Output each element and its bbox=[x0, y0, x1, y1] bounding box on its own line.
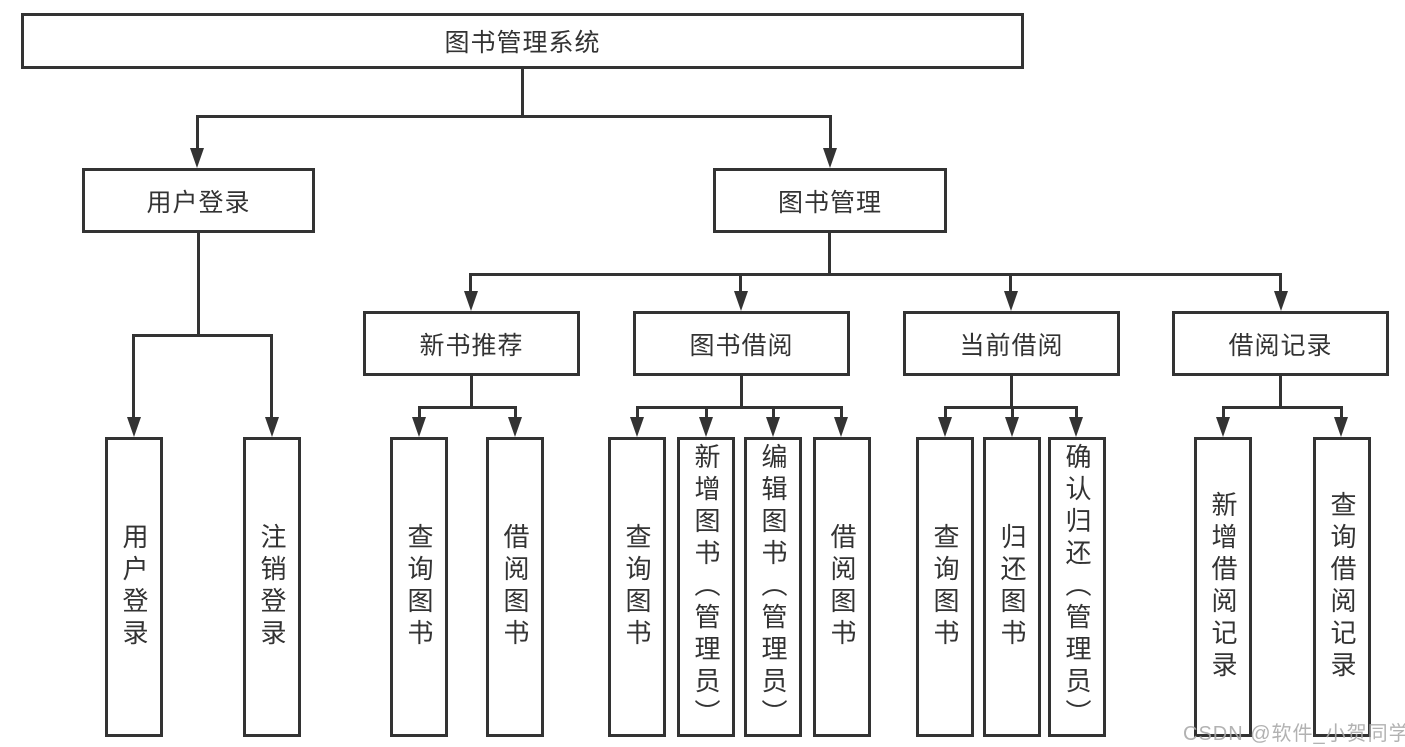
connector-line bbox=[1011, 406, 1014, 419]
leaf-label: 查询图书 bbox=[404, 523, 434, 651]
leaf-return-books: 归还图书 bbox=[983, 437, 1041, 737]
connector-line bbox=[739, 273, 742, 293]
connector-line bbox=[1279, 376, 1282, 409]
connector-line bbox=[196, 115, 199, 151]
leaf-label: 查询图书 bbox=[622, 523, 652, 651]
node-user-login: 用户登录 bbox=[82, 168, 315, 233]
node-label: 新书推荐 bbox=[419, 331, 524, 360]
arrow-down-icon bbox=[734, 291, 748, 311]
connector-line bbox=[270, 334, 273, 419]
node-book-borrow: 图书借阅 bbox=[633, 311, 850, 376]
connector-line bbox=[636, 406, 639, 419]
csdn-watermark: CSDN @软件_小贺同学 bbox=[1183, 723, 1405, 745]
arrow-down-icon bbox=[766, 417, 780, 437]
connector-line bbox=[469, 273, 1282, 276]
leaf-label: 借阅图书 bbox=[500, 523, 530, 651]
node-label: 图书管理 bbox=[777, 188, 882, 217]
connector-line bbox=[521, 68, 524, 118]
leaf-add-borrow-record: 新增借阅记录 bbox=[1194, 437, 1252, 737]
connector-line bbox=[1222, 406, 1225, 419]
leaf-add-books-admin: 新增图书（管理员） bbox=[677, 437, 735, 737]
connector-line bbox=[772, 406, 775, 419]
arrow-down-icon bbox=[464, 291, 478, 311]
connector-line bbox=[829, 115, 832, 151]
node-label: 图书管理系统 bbox=[444, 29, 601, 57]
leaf-label: 注销登录 bbox=[257, 523, 287, 651]
node-label: 图书借阅 bbox=[689, 331, 794, 360]
connector-line bbox=[1279, 273, 1282, 293]
node-current-borrow: 当前借阅 bbox=[903, 311, 1120, 376]
leaf-query-books-2: 查询图书 bbox=[608, 437, 666, 737]
arrow-down-icon bbox=[412, 417, 426, 437]
connector-line bbox=[740, 376, 743, 409]
connector-line bbox=[1340, 406, 1343, 419]
connector-line bbox=[132, 334, 273, 337]
arrow-down-icon bbox=[1005, 417, 1019, 437]
connector-line bbox=[636, 406, 843, 409]
connector-line bbox=[705, 406, 708, 419]
leaf-label: 新增图书（管理员） bbox=[691, 443, 721, 731]
arrow-down-icon bbox=[630, 417, 644, 437]
arrow-down-icon bbox=[938, 417, 952, 437]
leaf-query-borrow-record: 查询借阅记录 bbox=[1313, 437, 1371, 737]
connector-line bbox=[1010, 376, 1013, 409]
arrow-down-icon bbox=[699, 417, 713, 437]
connector-line bbox=[132, 334, 135, 419]
leaf-label: 编辑图书（管理员） bbox=[758, 443, 788, 731]
connector-line bbox=[514, 406, 517, 419]
leaf-borrow-books-1: 借阅图书 bbox=[486, 437, 544, 737]
arrow-down-icon bbox=[1069, 417, 1083, 437]
leaf-query-books-1: 查询图书 bbox=[390, 437, 448, 737]
node-label: 当前借阅 bbox=[959, 331, 1064, 360]
node-book-management: 图书管理 bbox=[713, 168, 947, 233]
arrow-down-icon bbox=[823, 148, 837, 168]
node-label: 借阅记录 bbox=[1228, 331, 1333, 360]
arrow-down-icon bbox=[834, 417, 848, 437]
connector-line bbox=[418, 406, 517, 409]
leaf-label: 新增借阅记录 bbox=[1208, 491, 1238, 683]
arrow-down-icon bbox=[508, 417, 522, 437]
connector-line bbox=[469, 273, 472, 293]
arrow-down-icon bbox=[1004, 291, 1018, 311]
leaf-user-login: 用户登录 bbox=[105, 437, 163, 737]
arrow-down-icon bbox=[1274, 291, 1288, 311]
connector-line bbox=[1009, 273, 1012, 293]
connector-line bbox=[840, 406, 843, 419]
arrow-down-icon bbox=[190, 148, 204, 168]
leaf-query-books-3: 查询图书 bbox=[916, 437, 974, 737]
node-new-book-recommend: 新书推荐 bbox=[363, 311, 580, 376]
leaf-label: 查询借阅记录 bbox=[1327, 491, 1357, 683]
connector-line bbox=[1222, 406, 1343, 409]
leaf-label: 确认归还（管理员） bbox=[1062, 443, 1092, 731]
arrow-down-icon bbox=[127, 417, 141, 437]
node-root-library-system: 图书管理系统 bbox=[21, 13, 1024, 69]
node-borrow-records: 借阅记录 bbox=[1172, 311, 1389, 376]
connector-line bbox=[196, 115, 832, 118]
arrow-down-icon bbox=[265, 417, 279, 437]
arrow-down-icon bbox=[1334, 417, 1348, 437]
leaf-label: 借阅图书 bbox=[827, 523, 857, 651]
connector-line bbox=[418, 406, 421, 419]
node-label: 用户登录 bbox=[146, 188, 251, 217]
leaf-label: 用户登录 bbox=[119, 523, 149, 651]
leaf-label: 归还图书 bbox=[997, 523, 1027, 651]
connector-line bbox=[828, 233, 831, 276]
arrow-down-icon bbox=[1216, 417, 1230, 437]
leaf-label: 查询图书 bbox=[930, 523, 960, 651]
connector-line bbox=[1075, 406, 1078, 419]
connector-line bbox=[197, 233, 200, 336]
leaf-edit-books-admin: 编辑图书（管理员） bbox=[744, 437, 802, 737]
connector-line bbox=[944, 406, 947, 419]
leaf-borrow-books-2: 借阅图书 bbox=[813, 437, 871, 737]
connector-line bbox=[470, 376, 473, 409]
leaf-confirm-return-admin: 确认归还（管理员） bbox=[1048, 437, 1106, 737]
leaf-logout: 注销登录 bbox=[243, 437, 301, 737]
